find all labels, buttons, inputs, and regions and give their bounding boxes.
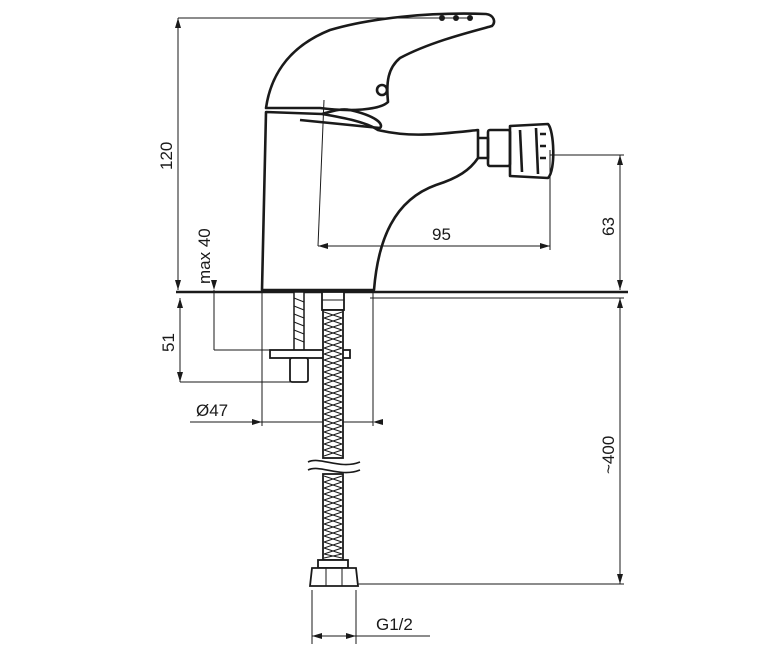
label-max-40: max 40	[195, 228, 214, 284]
label-height-120: 120	[157, 142, 176, 170]
body-axis	[317, 99, 325, 247]
label-hose-length-400: ~400	[599, 436, 618, 474]
tap-body	[260, 12, 555, 292]
label-spout-height-63: 63	[599, 217, 618, 236]
mounting-rod	[269, 291, 351, 383]
label-thread-g12: G1/2	[376, 615, 413, 634]
flexible-hose	[307, 291, 361, 587]
dimension-lines	[177, 17, 624, 644]
lever-grip-dots	[439, 15, 473, 21]
label-shank-51: 51	[159, 333, 178, 352]
label-diameter-47: Ø47	[196, 401, 228, 420]
dimension-arrows	[175, 18, 623, 639]
label-reach-95: 95	[432, 225, 451, 244]
